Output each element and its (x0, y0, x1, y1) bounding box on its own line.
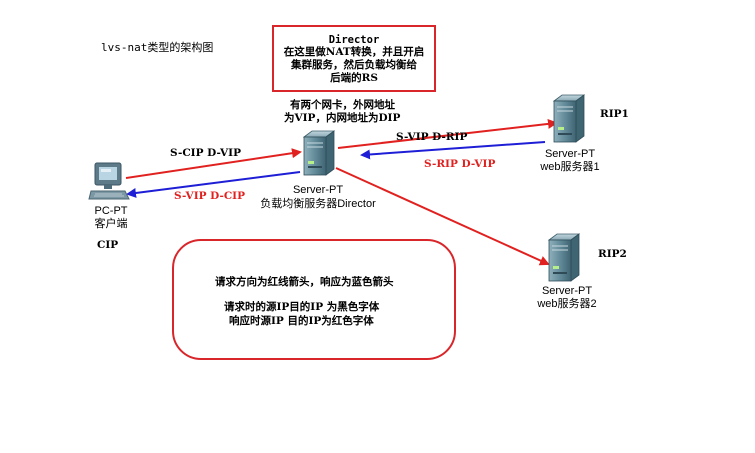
director-note-line2: 为VIP，内网地址为DIP (284, 112, 401, 124)
server-icon (552, 94, 586, 143)
legend-line3: 响应时源IP 目的IP为红色字体 (229, 315, 374, 327)
server-icon (547, 233, 581, 282)
diagram-title: lvs-nat类型的架构图 (101, 41, 214, 54)
pc-type: PC-PT (94, 205, 128, 217)
web1-ip-label: RIP1 (600, 108, 629, 120)
director-description-box (272, 25, 436, 92)
director-box-heading: Director (328, 34, 380, 46)
legend-line1: 请求方向为红线箭头，响应为蓝色箭头 (215, 276, 394, 288)
director-note-line1: 有两个网卡，外网地址 (290, 99, 395, 111)
pc-icon (88, 162, 130, 200)
web1-type: Server-PT (544, 148, 596, 160)
label-web1-request: S-VIP D-RIP (396, 131, 468, 143)
web2-type: Server-PT (541, 285, 593, 297)
director-type: Server-PT (292, 184, 344, 196)
director-box-line1: 在这里做NAT转换，并且开启 (283, 46, 425, 58)
arrow-client-request (125, 148, 302, 179)
pc-label: 客户端 (94, 218, 128, 230)
pc-ip-label: CIP (97, 239, 119, 251)
director-box-line2: 集群服务，然后负载均衡给 (291, 59, 417, 71)
arrow-web1-request (337, 118, 558, 149)
web2-label: web服务器2 (537, 298, 597, 310)
label-web1-response: S-RIP D-VIP (424, 158, 496, 170)
arrow-web1-response (360, 141, 546, 160)
arrow-client-response (126, 171, 301, 198)
legend-line2: 请求时的源IP目的IP 为黑色字体 (224, 301, 380, 313)
label-client-request: S-CIP D-VIP (170, 147, 241, 159)
label-client-response: S-VIP D-CIP (174, 190, 245, 202)
arrow-web2-request (335, 167, 550, 266)
web1-label: web服务器1 (540, 161, 600, 173)
director-label: 负载均衡服务器Director (260, 198, 376, 210)
server-icon (302, 130, 336, 176)
director-box-line3: 后端的RS (330, 72, 378, 84)
legend-box (172, 239, 456, 360)
web2-ip-label: RIP2 (598, 248, 627, 260)
